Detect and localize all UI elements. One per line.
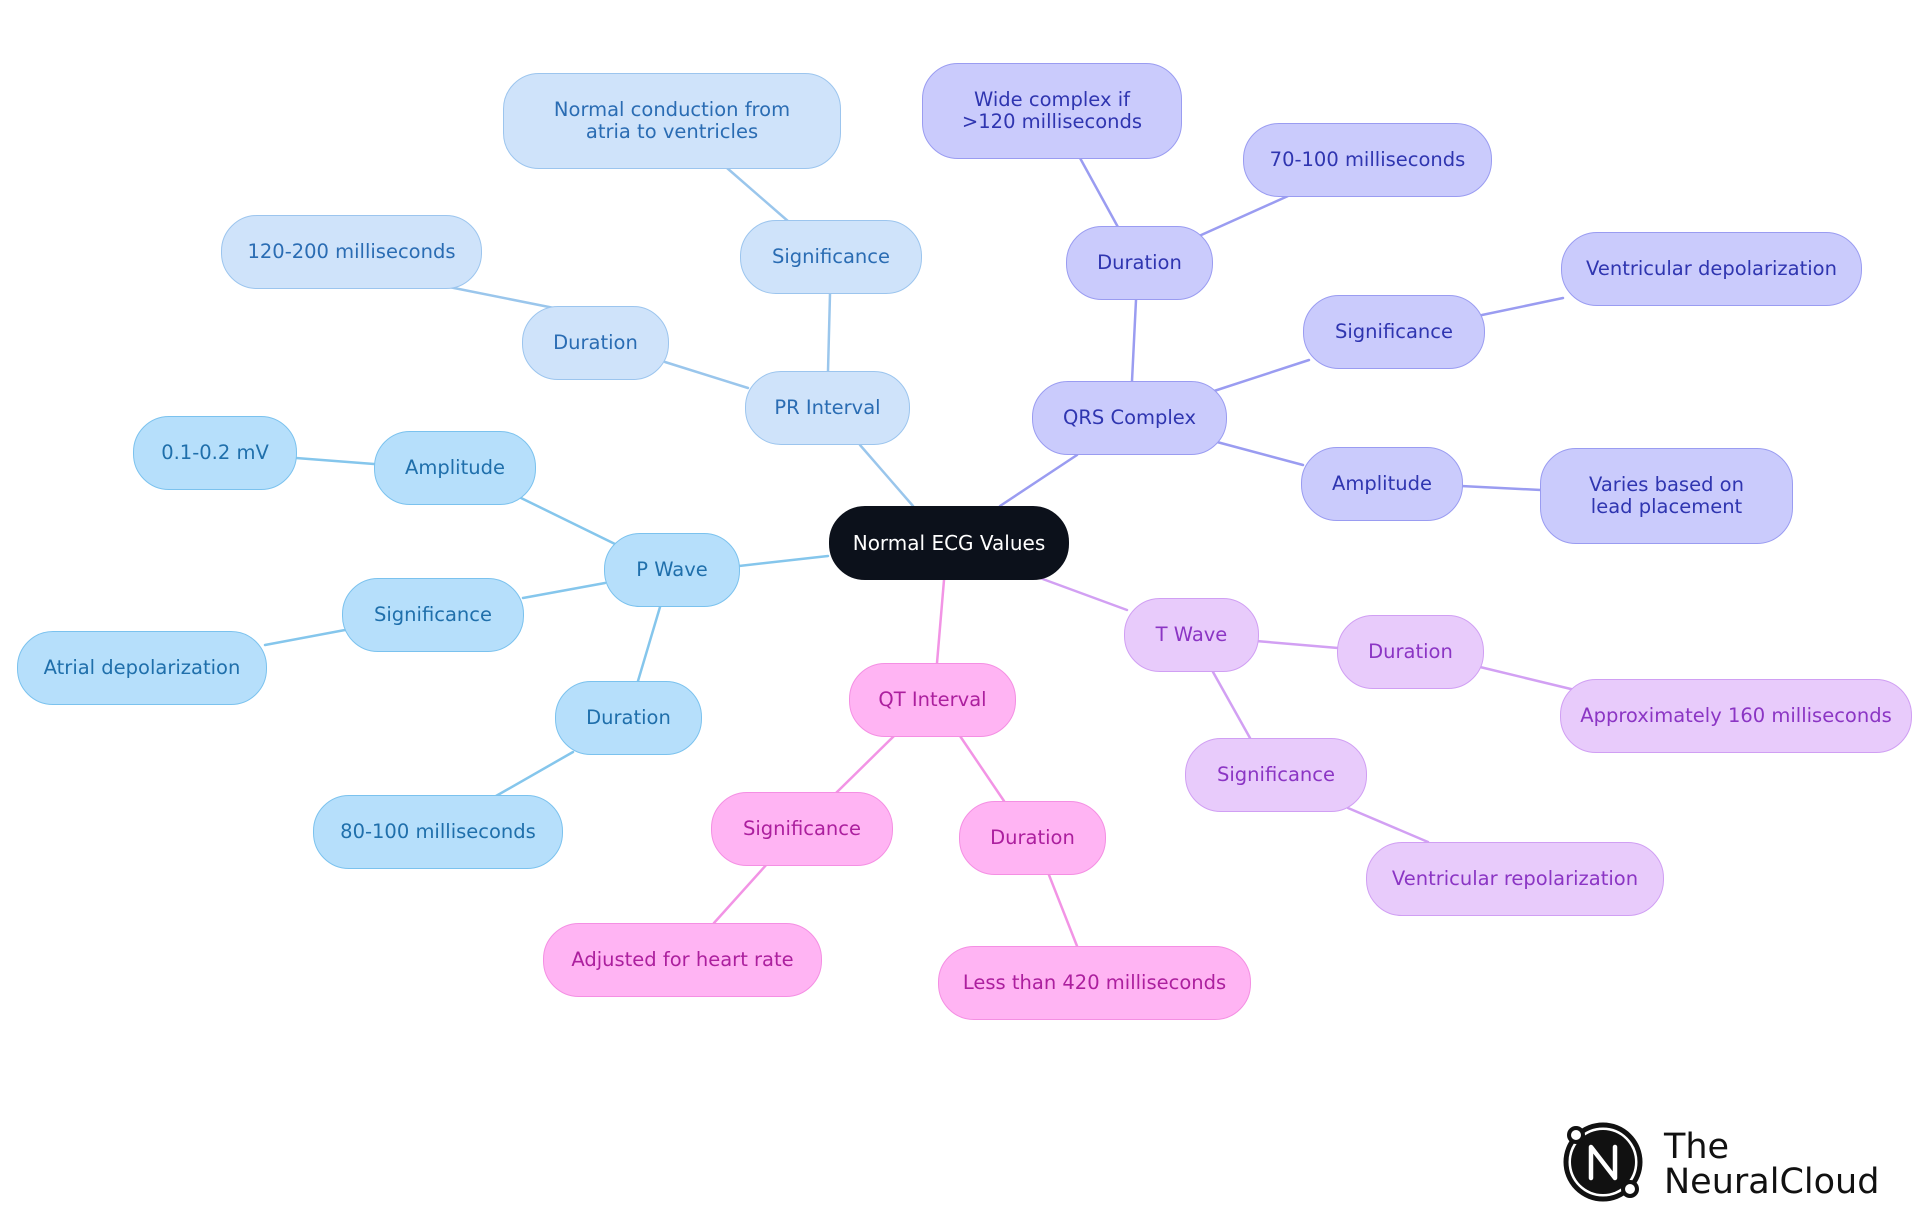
p-wave-significance-node[interactable]: Significance: [342, 578, 524, 652]
connector-line: [1047, 873, 1079, 948]
connector-line: [663, 360, 750, 390]
qt-significance-node[interactable]: Significance: [711, 792, 893, 866]
qrs-duration-node[interactable]: Duration: [1066, 226, 1213, 300]
p-wave-node[interactable]: P Wave: [604, 533, 740, 607]
t-wave-significance-node[interactable]: Significance: [1185, 738, 1367, 812]
pr-interval-node[interactable]: PR Interval: [745, 371, 910, 445]
connector-line: [998, 453, 1079, 508]
t-wave-node[interactable]: T Wave: [1124, 598, 1259, 672]
pr-interval-significance-value[interactable]: Normal conduction from atria to ventricl…: [503, 73, 841, 169]
logo-text-the: The: [1664, 1127, 1730, 1167]
connector-line: [712, 862, 769, 925]
connector-line: [1197, 194, 1290, 238]
qrs-amplitude-node[interactable]: Amplitude: [1301, 447, 1463, 521]
connector-line: [521, 581, 607, 600]
qt-significance-value[interactable]: Adjusted for heart rate: [543, 923, 822, 997]
connector-line: [447, 285, 556, 310]
qt-duration-value[interactable]: Less than 420 milliseconds: [938, 946, 1251, 1020]
pr-interval-duration-node[interactable]: Duration: [522, 306, 669, 380]
connector-line: [1038, 576, 1129, 612]
p-wave-duration-node[interactable]: Duration: [555, 681, 702, 755]
qrs-significance-node[interactable]: Significance: [1303, 295, 1485, 369]
connector-line: [294, 456, 376, 466]
pr-interval-significance-node[interactable]: Significance: [740, 220, 922, 294]
neuralcloud-logo: The NeuralCloud: [1555, 1120, 1885, 1205]
qt-interval-node[interactable]: QT Interval: [849, 663, 1016, 737]
connector-line: [1254, 639, 1340, 650]
connector-line: [1215, 440, 1305, 467]
connector-line: [1480, 296, 1565, 317]
pr-interval-duration-value[interactable]: 120-200 milliseconds: [221, 215, 482, 289]
connector-line: [935, 578, 946, 665]
connector-line: [263, 628, 347, 647]
p-wave-amplitude-node[interactable]: Amplitude: [374, 431, 536, 505]
connector-line: [494, 750, 575, 798]
t-wave-significance-value[interactable]: Ventricular repolarization: [1366, 842, 1664, 916]
connector-line: [517, 495, 617, 546]
connector-line: [833, 734, 896, 796]
t-wave-duration-value[interactable]: Approximately 160 milliseconds: [1560, 679, 1912, 753]
connector-line: [1346, 806, 1430, 844]
qrs-duration-note[interactable]: Wide complex if >120 milliseconds: [922, 63, 1182, 159]
logo-text-neuralcloud: NeuralCloud: [1664, 1162, 1880, 1202]
connector-line: [958, 734, 1006, 803]
qrs-duration-value[interactable]: 70-100 milliseconds: [1243, 123, 1492, 197]
connector-line: [1078, 156, 1121, 231]
neuralcloud-logo-icon: [1563, 1122, 1643, 1202]
qrs-complex-node[interactable]: QRS Complex: [1032, 381, 1227, 455]
qt-duration-node[interactable]: Duration: [959, 801, 1106, 875]
root-node[interactable]: Normal ECG Values: [829, 506, 1069, 580]
p-wave-amplitude-value[interactable]: 0.1-0.2 mV: [133, 416, 297, 490]
p-wave-duration-value[interactable]: 80-100 milliseconds: [313, 795, 563, 869]
qrs-significance-value[interactable]: Ventricular depolarization: [1561, 232, 1862, 306]
connector-line: [725, 166, 791, 224]
connector-line: [1211, 670, 1252, 740]
connector-line: [1209, 358, 1311, 394]
t-wave-duration-node[interactable]: Duration: [1337, 615, 1484, 689]
connector-line: [1478, 665, 1577, 692]
connector-line: [858, 443, 915, 508]
p-wave-significance-value[interactable]: Atrial depolarization: [17, 631, 267, 705]
connector-line: [737, 554, 830, 568]
connector-line: [1130, 298, 1138, 383]
connector-line: [1459, 484, 1543, 492]
connector-line: [826, 292, 832, 373]
connector-line: [636, 605, 662, 683]
qrs-amplitude-value[interactable]: Varies based on lead placement: [1540, 448, 1793, 544]
